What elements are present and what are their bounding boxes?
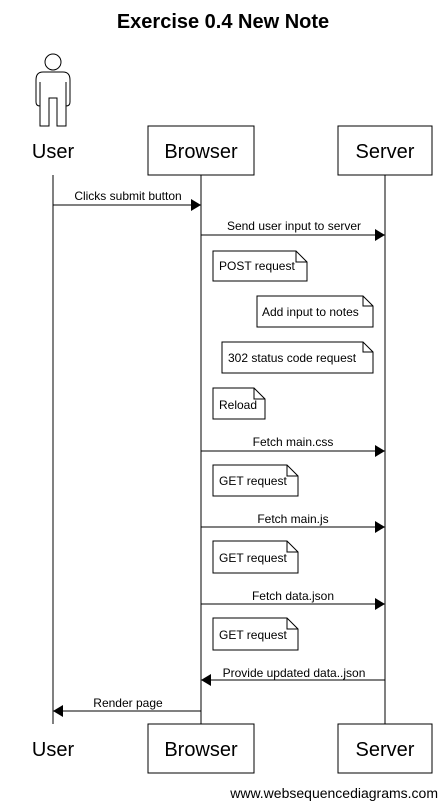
note-box xyxy=(221,341,374,374)
participant-browser-box-top xyxy=(147,125,255,176)
note-label: Reload xyxy=(219,398,257,412)
note-box xyxy=(212,540,299,574)
message-label: Fetch data.json xyxy=(252,589,334,603)
user-actor-icon xyxy=(35,53,71,127)
message-label: Clicks submit button xyxy=(74,189,181,203)
message-label: Render page xyxy=(93,696,163,710)
participant-user-top: User xyxy=(32,141,75,163)
message-label: Send user input to server xyxy=(227,219,361,233)
note-label: GET request xyxy=(219,474,287,488)
participant-server-top: Server xyxy=(356,141,415,163)
note-label: GET request xyxy=(219,628,287,642)
message-label: Fetch main.css xyxy=(253,435,334,449)
note-box xyxy=(212,464,299,497)
participant-server-box-top xyxy=(337,125,433,176)
note-label: GET request xyxy=(219,551,287,565)
note-label: Add input to notes xyxy=(262,305,359,319)
participant-server-box-bottom xyxy=(337,723,433,774)
participant-server-bottom: Server xyxy=(356,739,415,761)
participant-browser-bottom: Browser xyxy=(164,739,238,761)
diagram-title: Exercise 0.4 New Note xyxy=(117,11,329,33)
note-label: POST request xyxy=(219,259,295,273)
note-box xyxy=(212,387,266,420)
footer-watermark-link[interactable]: www.websequencediagrams.com xyxy=(229,785,438,801)
note-box xyxy=(256,295,374,328)
note-label: 302 status code request xyxy=(228,351,357,365)
note-box xyxy=(212,617,299,651)
message-label: Fetch main.js xyxy=(257,512,328,526)
note-box xyxy=(212,250,308,282)
participant-user-bottom: User xyxy=(32,739,75,761)
participant-browser-box-bottom xyxy=(147,723,255,774)
message-label: Provide updated data..json xyxy=(223,666,366,680)
participant-browser-top: Browser xyxy=(164,141,238,163)
